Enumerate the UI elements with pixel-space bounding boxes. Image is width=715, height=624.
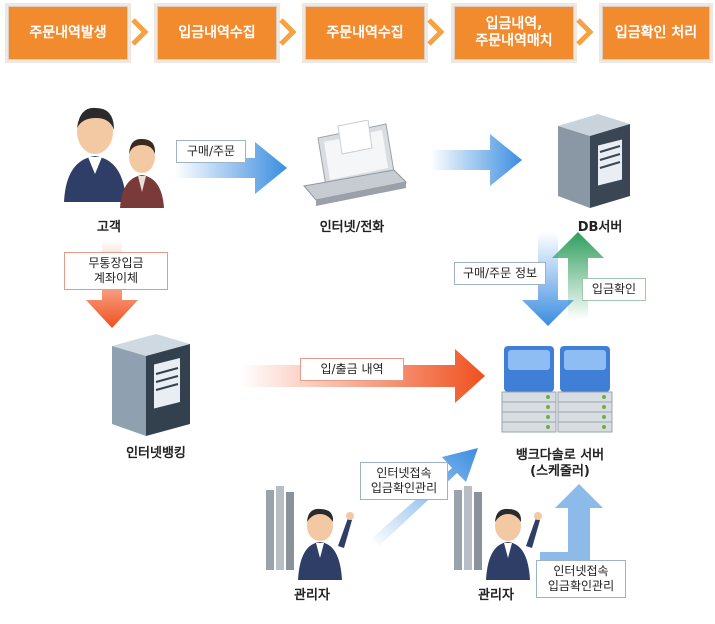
- admin-left-icon: [266, 486, 354, 580]
- arrow-purchase: [175, 142, 287, 194]
- deposit-confirm-tag: 입금확인: [582, 278, 646, 301]
- laptop-icon: [303, 120, 408, 206]
- step-order-collect: 주문내역수집: [305, 6, 425, 60]
- order-info-tag: 구매/주문 정보: [454, 262, 546, 285]
- step-match: 입금내역, 주문내역매치: [454, 6, 574, 60]
- step-deposit-confirm: 입금확인 처리: [602, 6, 710, 60]
- admin-left-label: 관리자: [294, 588, 330, 603]
- admin-right-label: 관리자: [478, 588, 514, 603]
- purchase-order-tag: 구매/주문: [176, 140, 246, 163]
- chevron-right-icon: [131, 18, 149, 46]
- chevron-right-icon: [279, 18, 297, 46]
- arrow-to-db: [430, 134, 522, 186]
- admin-right-icon: [454, 486, 542, 580]
- internet-phone-label: 인터넷/전화: [319, 220, 385, 235]
- deposit-history-tag: 입/출금 내역: [300, 358, 404, 381]
- scheduler-server-label: 뱅크다솔로 서버 (스케줄러): [515, 448, 605, 479]
- step-deposit-collect: 입금내역수집: [157, 6, 277, 60]
- bank-server-icon: [112, 334, 190, 436]
- step-order-occurred: 주문내역발생: [8, 6, 128, 60]
- customer-people-icon: [64, 107, 164, 208]
- chevron-right-icon: [576, 18, 594, 46]
- db-server-icon: [558, 114, 630, 208]
- bank-transfer-tag: 무통장입금 계좌이체: [64, 252, 168, 290]
- scheduler-server-icon: [501, 346, 613, 433]
- db-server-label: DB서버: [577, 220, 623, 235]
- admin-right-access-tag: 인터넷접속 입금확인관리: [536, 560, 626, 598]
- arrow-order-info: [522, 232, 574, 326]
- admin-left-access-tag: 인터넷접속 입금확인관리: [360, 462, 448, 500]
- arrow-admin-right: [540, 484, 603, 572]
- chevron-right-icon: [427, 18, 445, 46]
- internet-banking-label: 인터넷뱅킹: [126, 446, 186, 461]
- customer-label: 고객: [97, 220, 121, 235]
- arrow-deposit-confirm: [552, 232, 604, 320]
